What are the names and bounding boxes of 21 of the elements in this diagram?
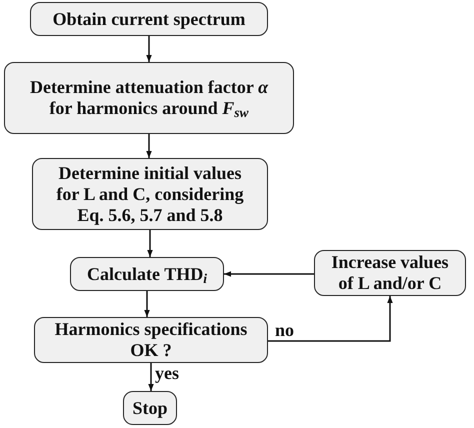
arrow <box>268 296 393 342</box>
box-text: Calculate THD$_{i}$ <box>87 264 207 284</box>
process-box <box>70 257 224 291</box>
arrow <box>146 134 152 158</box>
box-text: Stop <box>132 398 168 418</box>
process-box <box>4 62 294 134</box>
box-text: Determine initial values for L and C, considering Eq. 5.6, 5.7 and 5.8 <box>55 162 245 226</box>
process-box <box>314 250 466 296</box>
arrow <box>224 271 314 277</box>
process-box <box>34 317 268 363</box>
process-box <box>32 158 268 230</box>
box-text: Determine attenuation factor α for harmonics around F$_{sw}$ <box>28 77 270 119</box>
box-text: Increase values of L and/or C <box>330 252 450 294</box>
process-box <box>123 391 177 425</box>
arrow <box>144 291 150 317</box>
process-box <box>30 2 268 36</box>
box-text: Harmonics specifications OK ? <box>54 319 248 361</box>
box-text: Obtain current spectrum <box>52 8 246 30</box>
arrow <box>146 36 152 62</box>
arrow <box>147 230 153 257</box>
arrow <box>148 363 154 391</box>
